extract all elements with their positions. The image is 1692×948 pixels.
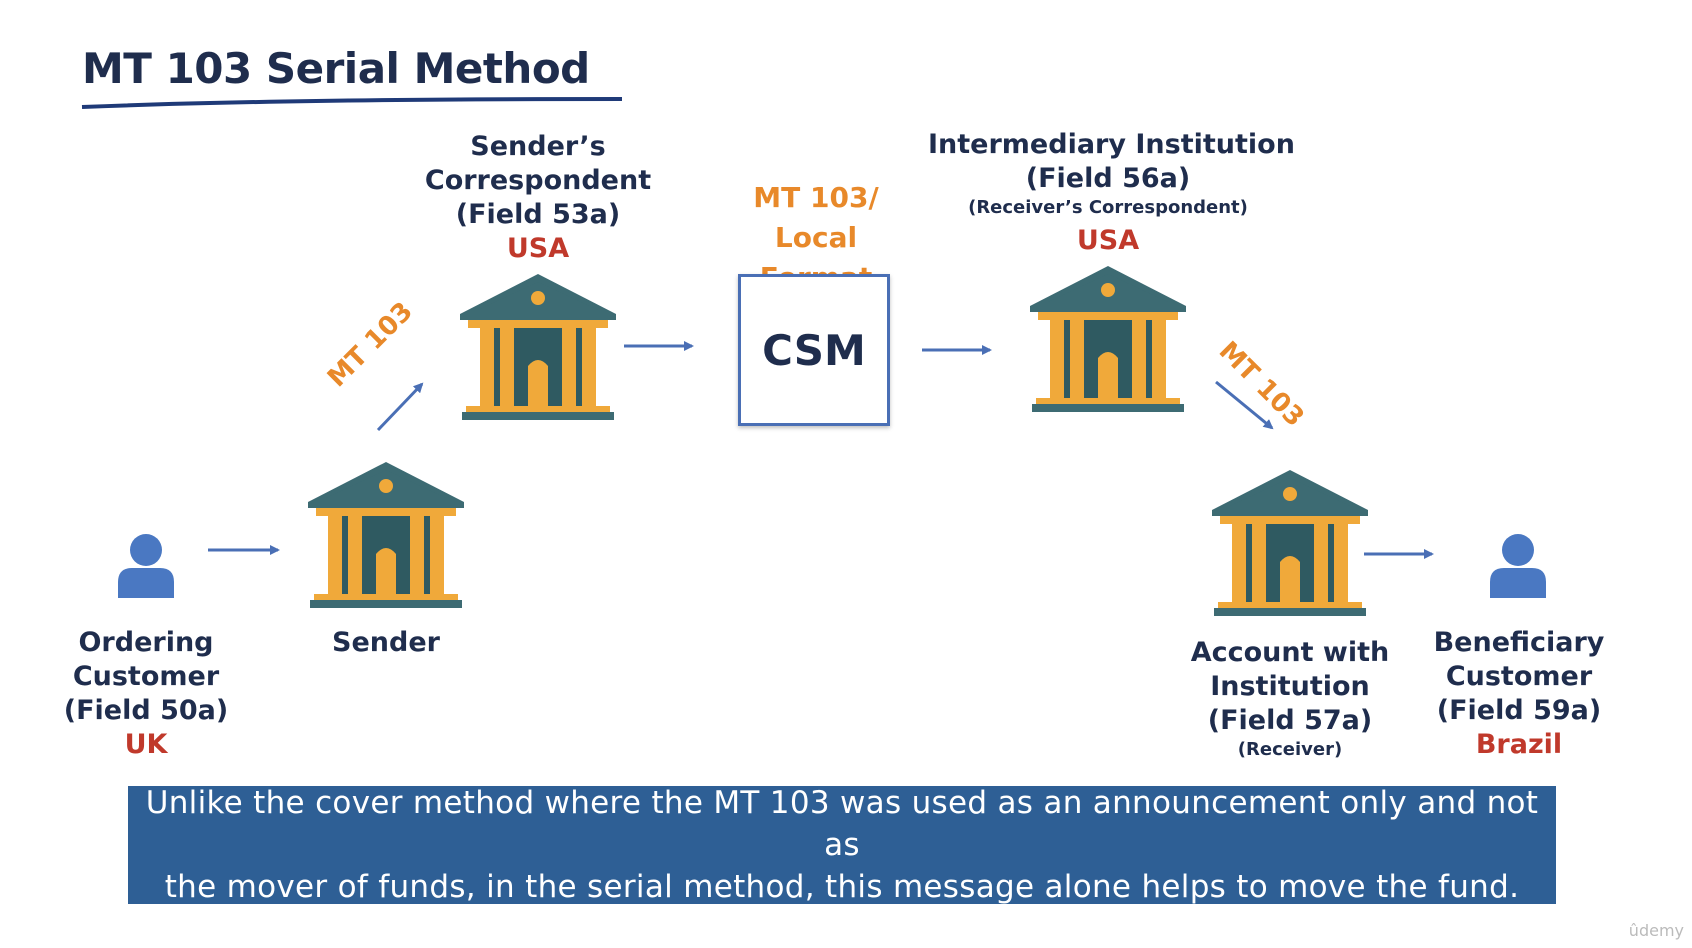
csm-label: CSM	[762, 325, 866, 375]
account-with-label: Account with Institution (Field 57a) (Re…	[1190, 637, 1390, 760]
country-usa-label: USA	[506, 233, 570, 264]
arrow-sender-to-correspondent	[376, 382, 424, 432]
beneficiary-label: Beneficiary Customer (Field 59a) Brazil	[1424, 626, 1614, 762]
arrow-intermediary-to-account	[1215, 380, 1274, 430]
country-usa-label: USA	[1076, 225, 1140, 256]
country-uk-label: UK	[124, 729, 168, 760]
intermediary-label: Intermediary Institution (Field 56a) (Re…	[928, 129, 1295, 256]
banner-line-1: Unlike the cover method where the MT 103…	[145, 785, 1539, 863]
senders-correspondent-label: Sender’s Correspondent (Field 53a) USA	[418, 130, 658, 266]
sender-label: Sender	[332, 627, 440, 658]
title-underline	[81, 97, 623, 109]
banner-line-2: the mover of funds, in the serial method…	[164, 869, 1520, 905]
explanation-banner: Unlike the cover method where the MT 103…	[128, 785, 1556, 905]
country-brazil-label: Brazil	[1475, 729, 1563, 760]
csm-box: CSM	[738, 274, 890, 426]
udemy-watermark: ûdemy	[1628, 921, 1684, 940]
ordering-customer-label: Ordering Customer (Field 50a) UK	[56, 626, 236, 762]
page-title: MT 103 Serial Method	[82, 44, 590, 93]
